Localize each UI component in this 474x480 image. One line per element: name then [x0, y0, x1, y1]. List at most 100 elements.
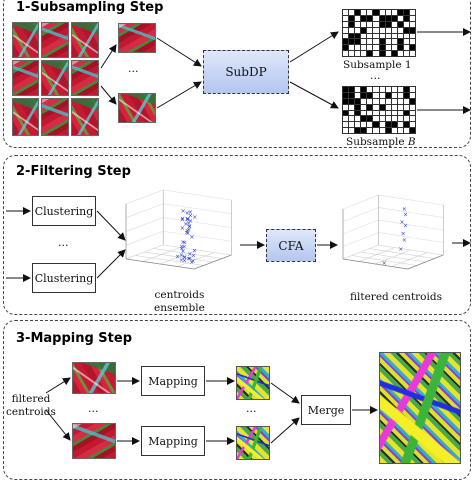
mask-cell — [385, 21, 391, 27]
mask-cell — [349, 51, 355, 56]
mask-cell — [349, 39, 355, 45]
mask-cell — [403, 98, 409, 104]
final-classification-map — [379, 352, 461, 464]
mapping-input-image-2 — [72, 423, 116, 459]
arrow — [96, 210, 126, 241]
source-tile — [41, 98, 69, 136]
mask-cell — [409, 27, 415, 33]
cluster-point: × — [191, 253, 196, 260]
mask-cell — [391, 45, 397, 51]
mask-cell — [409, 10, 415, 15]
mask-cell — [391, 92, 397, 98]
cluster-point: × — [402, 206, 407, 213]
mask-cell — [361, 116, 367, 122]
mask-cell — [409, 122, 415, 128]
mask-cell — [397, 51, 403, 56]
mask-cell — [349, 98, 355, 104]
cluster-point: × — [187, 223, 192, 230]
mask-cell — [397, 39, 403, 45]
mask-cell — [397, 33, 403, 39]
cluster-point: × — [180, 215, 185, 222]
mask-cell — [373, 92, 379, 98]
cluster-point: × — [185, 210, 190, 217]
mask-cell — [361, 27, 367, 33]
mask-cell — [385, 98, 391, 104]
mask-cell — [379, 128, 385, 133]
cluster-point: × — [185, 216, 190, 223]
mask-cell — [343, 39, 349, 45]
cluster-point: × — [185, 228, 190, 235]
cluster-point: × — [403, 212, 408, 219]
mask-cell — [397, 128, 403, 133]
mask-cell — [409, 33, 415, 39]
arrow — [45, 377, 71, 394]
mask-cell — [343, 21, 349, 27]
cluster-point: × — [188, 209, 193, 216]
mask-cell — [367, 39, 373, 45]
mask-cell — [367, 122, 373, 128]
cluster-point: × — [185, 216, 190, 223]
mask-cell — [361, 15, 367, 21]
mask-cell — [343, 122, 349, 128]
mask-cell — [367, 98, 373, 104]
mask-cell — [367, 92, 373, 98]
source-tile — [12, 60, 39, 96]
subsampling-step-panel — [3, 0, 471, 148]
mask-cell — [349, 27, 355, 33]
source-tile — [71, 22, 99, 58]
mask-cell — [391, 51, 397, 56]
arrow — [156, 37, 202, 67]
cluster-point: × — [401, 231, 406, 238]
mask-cell — [343, 10, 349, 15]
mask-cell — [409, 39, 415, 45]
cluster-point: × — [185, 216, 190, 223]
mask-cell — [385, 87, 391, 92]
cluster-point: × — [187, 256, 192, 263]
mask-cell — [403, 104, 409, 110]
mask-cell — [409, 15, 415, 21]
mask-cell — [349, 15, 355, 21]
mask-cell — [403, 116, 409, 122]
clustering-box-1: Clustering — [32, 196, 96, 226]
mask-cell — [355, 33, 361, 39]
source-tile — [41, 22, 69, 58]
cluster-point: × — [182, 239, 187, 246]
mask-cell — [379, 33, 385, 39]
mask-cell — [361, 87, 367, 92]
clustering-box-2: Clustering — [32, 263, 96, 293]
cluster-point: × — [192, 214, 197, 221]
mask-cell — [409, 128, 415, 133]
mask-cell — [397, 45, 403, 51]
mask-cell — [373, 98, 379, 104]
mask-cell — [373, 51, 379, 56]
arrow — [96, 249, 126, 279]
arrow — [156, 81, 202, 109]
mask-cell — [355, 122, 361, 128]
mapping-box-2: Mapping — [141, 426, 205, 456]
mask-cell — [367, 45, 373, 51]
mask-cell — [379, 122, 385, 128]
mask-cell — [409, 45, 415, 51]
mask-cell — [397, 98, 403, 104]
mask-cell — [397, 92, 403, 98]
mask-cell — [373, 45, 379, 51]
mask-cell — [391, 33, 397, 39]
classification-map-2 — [236, 426, 270, 460]
sample-image-1 — [118, 23, 156, 53]
mask-cell — [397, 122, 403, 128]
subsample-b-grid — [342, 86, 416, 134]
mask-cell — [409, 87, 415, 92]
cluster-point: × — [182, 244, 187, 251]
mask-cell — [361, 21, 367, 27]
mask-cell — [385, 92, 391, 98]
ellipsis: ... — [58, 236, 69, 249]
mask-cell — [373, 110, 379, 116]
mask-cell — [409, 110, 415, 116]
cluster-point: × — [180, 239, 185, 246]
mask-cell — [355, 128, 361, 133]
mask-cell — [343, 92, 349, 98]
mask-cell — [397, 21, 403, 27]
cluster-point: × — [187, 223, 192, 230]
mask-cell — [397, 87, 403, 92]
cluster-point: × — [187, 251, 192, 258]
